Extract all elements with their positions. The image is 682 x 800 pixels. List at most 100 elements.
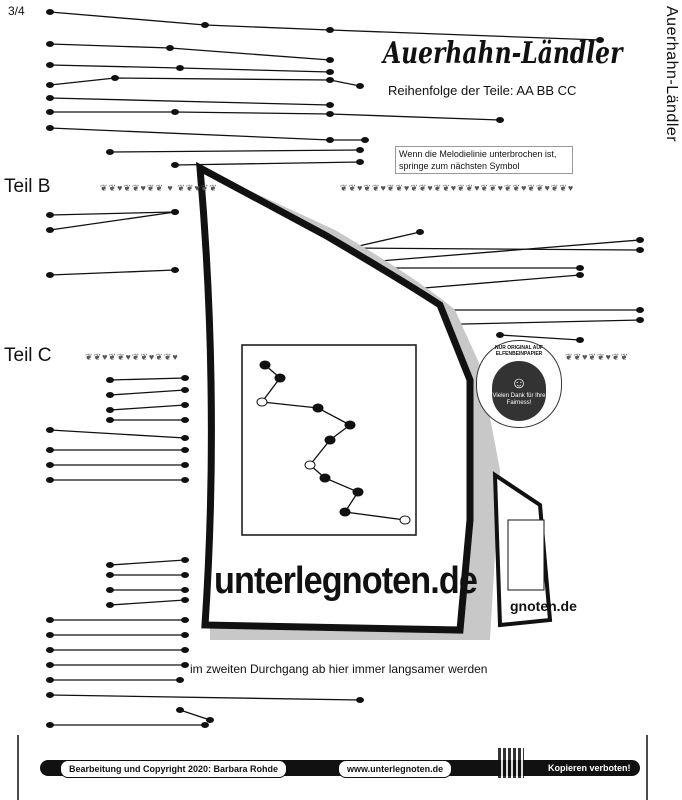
note-head <box>181 557 189 563</box>
logo-small-text: gnoten.de <box>510 598 577 614</box>
note-head <box>106 407 114 413</box>
stamp-outer-text: NUR ORIGINAL AUF ELFENBEINPAPIER <box>494 345 544 357</box>
note-head <box>176 65 184 71</box>
melody-line <box>49 77 361 87</box>
note-head <box>181 417 189 423</box>
note-head <box>46 9 54 15</box>
note-head <box>46 427 54 433</box>
melody-line <box>49 211 176 216</box>
note-head <box>326 102 334 108</box>
note-head <box>171 109 179 115</box>
melody-line <box>109 404 186 411</box>
note-head <box>46 617 54 623</box>
note-head <box>326 69 334 75</box>
note-head <box>356 159 364 165</box>
melody-line <box>174 161 361 166</box>
note-head <box>181 617 189 623</box>
melody-line <box>49 127 365 141</box>
note-head <box>636 247 644 253</box>
note-head <box>171 209 179 215</box>
note-head <box>636 307 644 313</box>
note-head <box>46 447 54 453</box>
note-head <box>171 267 179 273</box>
note-head <box>361 137 369 143</box>
small-logo-frame <box>507 519 545 591</box>
stamp-inner-text: Vielen Dank für Ihre Fairness! <box>492 393 546 406</box>
note-head <box>46 125 54 131</box>
page-title: Auerhahn-Ländler <box>383 36 623 71</box>
time-signature: 3/4 <box>8 4 25 18</box>
note-head <box>176 677 184 683</box>
logo-note <box>352 487 364 497</box>
note-head <box>181 462 189 468</box>
logo-note <box>339 507 351 517</box>
qr-code-icon <box>498 748 524 778</box>
note-head <box>46 647 54 653</box>
part-order: Reihenfolge der Teile: AA BB CC <box>388 83 577 98</box>
note-head <box>46 227 54 233</box>
hint-line: springe zum nächsten Symbol <box>399 161 520 171</box>
note-head <box>46 272 54 278</box>
copy-warning: Kopieren verboten! <box>548 763 631 773</box>
note-head <box>181 477 189 483</box>
melody-line <box>49 64 331 73</box>
melody-line <box>49 97 331 106</box>
note-head <box>636 237 644 243</box>
melody-line <box>49 694 361 701</box>
note-head <box>496 332 504 338</box>
melody-line <box>349 231 641 251</box>
note-head <box>106 149 114 155</box>
note-head <box>356 147 364 153</box>
note-head <box>106 392 114 398</box>
note-head <box>46 462 54 468</box>
logo-note <box>304 460 316 470</box>
note-head <box>166 45 174 51</box>
section-label-b: Teil B <box>4 176 51 197</box>
note-head <box>46 212 54 218</box>
note-head <box>416 229 424 235</box>
note-head <box>576 337 584 343</box>
melody-line <box>109 389 186 396</box>
website-link[interactable]: www.unterlegnoten.de <box>338 760 453 778</box>
note-head <box>206 717 214 723</box>
logo-note <box>319 473 331 483</box>
melody-line <box>49 429 186 439</box>
note-head <box>326 111 334 117</box>
note-head <box>46 692 54 698</box>
note-head <box>46 662 54 668</box>
melody-line <box>49 211 176 231</box>
hint-box: Wenn die Melodielinie unterbrochen ist, … <box>395 146 573 174</box>
melody-line <box>109 149 361 153</box>
note-head <box>181 375 189 381</box>
note-head <box>181 632 189 638</box>
melody-line <box>399 274 581 291</box>
melody-line <box>49 11 601 41</box>
note-head <box>596 37 604 43</box>
note-head <box>326 27 334 33</box>
smiley-icon: ☺ <box>510 375 528 392</box>
logo-text: unterlegnoten.de <box>214 560 478 602</box>
section-label-c: Teil C <box>4 345 52 366</box>
note-head <box>106 562 114 568</box>
note-head <box>106 602 114 608</box>
note-head <box>576 265 584 271</box>
note-head <box>106 587 114 593</box>
note-head <box>181 402 189 408</box>
vine-divider: ❦❦♥❦❦♥❦❦♥❦❦♥ <box>85 352 179 362</box>
logo-note <box>274 373 286 383</box>
logo-note <box>259 360 271 370</box>
melody-line <box>49 269 176 276</box>
note-head <box>181 387 189 393</box>
note-head <box>636 317 644 323</box>
logo-note <box>344 420 356 430</box>
logo-note <box>256 397 268 407</box>
melody-line <box>50 111 501 121</box>
note-head <box>176 707 184 713</box>
note-head <box>576 272 584 278</box>
note-head <box>181 587 189 593</box>
note-head <box>106 572 114 578</box>
melody-line <box>49 43 331 61</box>
note-head <box>181 435 189 441</box>
note-head <box>326 137 334 143</box>
